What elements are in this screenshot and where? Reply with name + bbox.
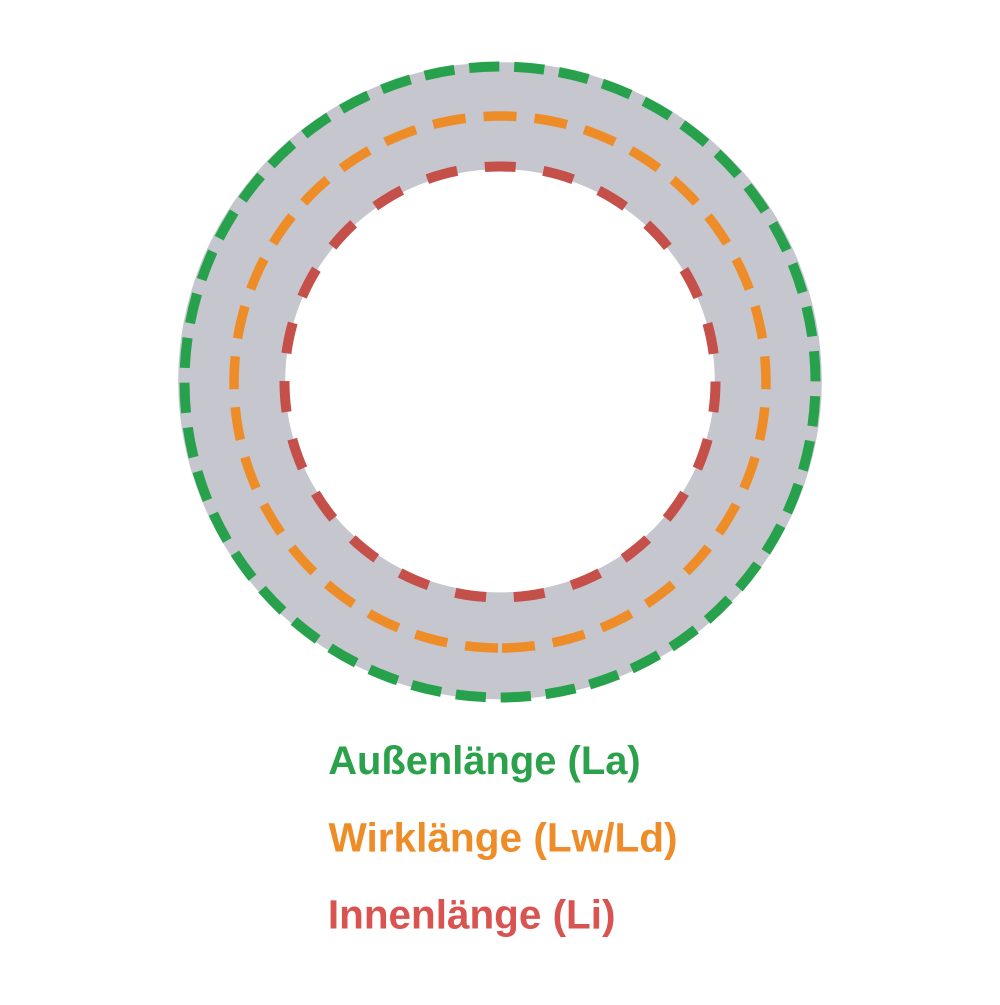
svg-text:Innenlänge (Li): Innenlänge (Li) xyxy=(328,891,616,937)
svg-text:Außenlänge (La): Außenlänge (La) xyxy=(328,739,640,783)
svg-text:Wirklänge (Lw/Ld): Wirklänge (Lw/Ld) xyxy=(329,815,678,861)
